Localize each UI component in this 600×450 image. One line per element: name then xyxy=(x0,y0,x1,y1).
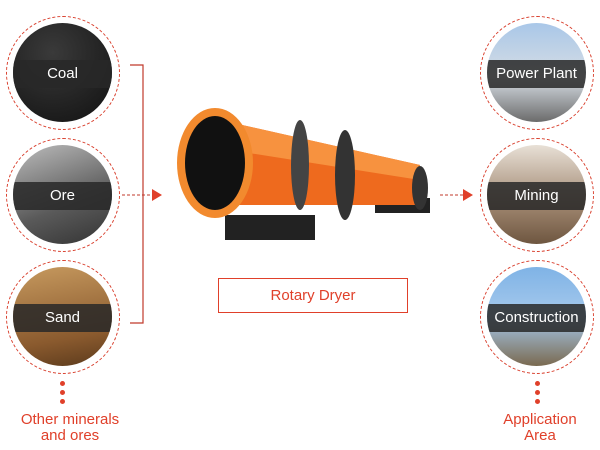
material-photo: Mining xyxy=(487,145,586,244)
circle-label: Construction xyxy=(487,304,586,332)
caption-line: Application xyxy=(503,411,577,428)
material-photo: Sand xyxy=(13,267,112,366)
circle-label: Power Plant xyxy=(487,60,586,88)
inputs-circle-sand: Sand xyxy=(6,260,120,374)
inputs-circle-ore: Ore xyxy=(6,138,120,252)
material-photo: Power Plant xyxy=(487,23,586,122)
material-photo: Coal xyxy=(13,23,112,122)
outputs-circle-power-plant: Power Plant xyxy=(480,16,594,130)
arrow-right-icon xyxy=(152,189,162,201)
caption-line: and ores xyxy=(40,427,100,444)
outputs-circle-construction: Construction xyxy=(480,260,594,374)
circle-label: Mining xyxy=(487,182,586,210)
rotary-dryer-label-box: Rotary Dryer xyxy=(218,278,408,313)
circle-label: Sand xyxy=(13,304,112,332)
circle-label: Ore xyxy=(13,182,112,210)
caption-line: Other minerals xyxy=(20,411,120,428)
circle-label: Coal xyxy=(13,60,112,88)
caption-line: Area xyxy=(524,427,556,444)
material-photo: Ore xyxy=(13,145,112,244)
outputs-circle-mining: Mining xyxy=(480,138,594,252)
inputs-circle-coal: Coal xyxy=(6,16,120,130)
material-photo: Construction xyxy=(487,267,586,366)
arrow-right-icon xyxy=(463,189,473,201)
rotary-dryer-illustration xyxy=(177,108,430,240)
